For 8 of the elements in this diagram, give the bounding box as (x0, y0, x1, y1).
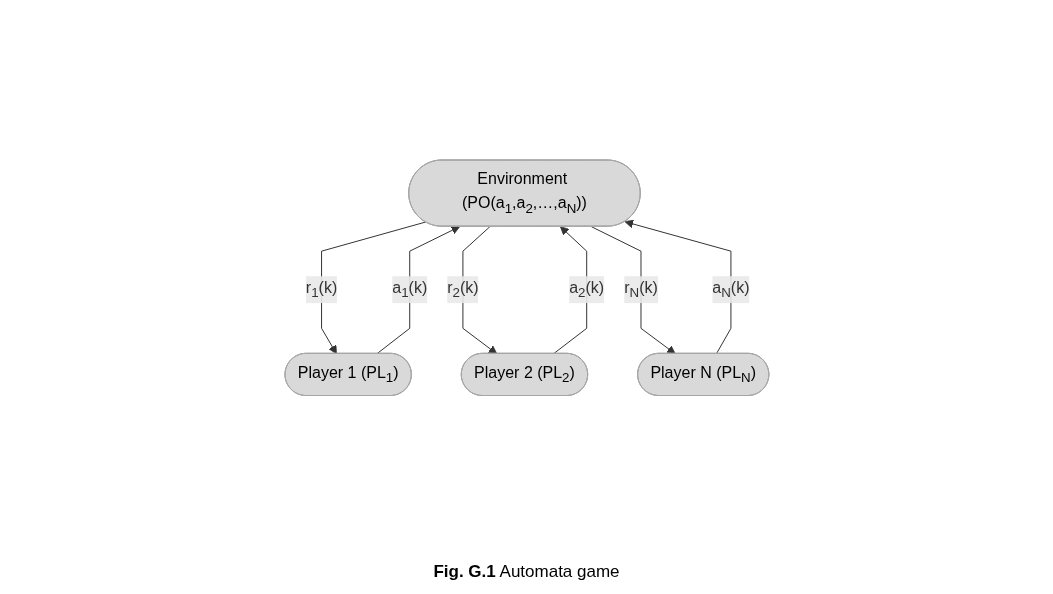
edge-label: r$_{N}$(k) (623, 279, 658, 301)
figure-caption: Fig. G.1 Automata game (433, 561, 620, 583)
edge-label: a$_{N}$(k) (711, 279, 750, 301)
edge-label: r$_{1}$(k) (305, 279, 337, 301)
arrow (590, 226, 676, 355)
edge-label: r$_{2}$(k) (446, 279, 479, 301)
edge-label: a$_{1}$(k) (391, 279, 427, 301)
edge-label: a$_{2}$(k) (568, 279, 604, 301)
